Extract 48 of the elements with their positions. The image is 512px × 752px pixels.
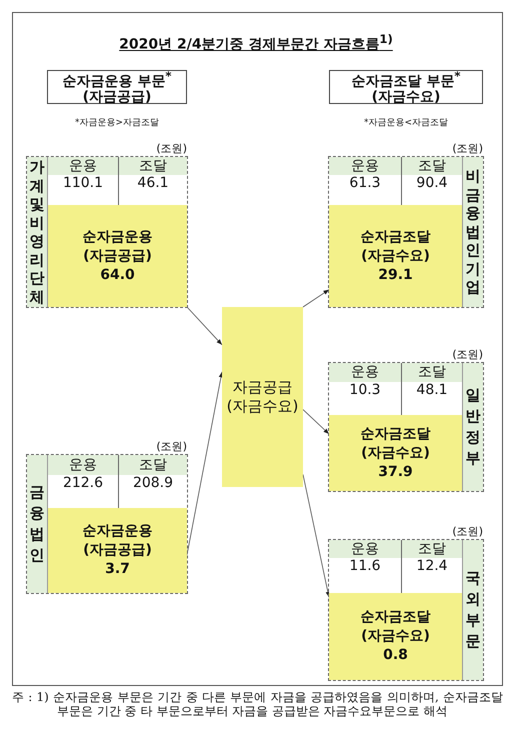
unit-label: (조원): [156, 143, 187, 155]
arrow: [302, 474, 330, 598]
box-text: 0.8: [382, 646, 409, 665]
header-text: (자금공급): [82, 90, 152, 105]
note-text: *자금운용>자금조달: [74, 117, 160, 129]
unit-label: (조원): [452, 526, 483, 538]
header-text: 순자금운용 부문$^{*}$: [62, 69, 172, 90]
table-cell-text: 11.6: [348, 558, 382, 576]
column-header: 운용: [329, 363, 401, 382]
sector-label: 일반정부: [462, 363, 483, 491]
unit-label: (조원): [452, 143, 483, 155]
sector-label: 가계및비영리단체: [27, 157, 48, 307]
header-text: 순자금조달 부문$^{*}$: [352, 69, 460, 90]
column-header: 운용: [48, 455, 118, 475]
sector-label: 비금융법인기업: [462, 157, 483, 307]
table-cell-text: 10.3: [348, 382, 382, 400]
box-text: 3.7: [104, 560, 131, 579]
box-text: 자금공급 (자금수요): [226, 378, 300, 416]
note-text: *자금운용<자금조달: [364, 117, 448, 129]
box-text: 37.9: [377, 462, 414, 482]
sector-label: 금융법인: [27, 455, 48, 593]
diagram-title: 2020년 2/4분기중 경제부문간 자금흐름$^{1)}$: [119, 32, 393, 54]
column-header: 조달: [118, 455, 187, 475]
column-header: 조달: [401, 363, 462, 382]
table-cell-text: 110.1: [62, 175, 104, 193]
box-text: 순자금조달 (자금수요): [360, 228, 432, 266]
box-text: 순자금조달 (자금수요): [360, 424, 432, 462]
column-header: 운용: [329, 157, 401, 175]
unit-label: (조원): [156, 441, 187, 453]
column-header: 운용: [329, 540, 401, 558]
footnote-text: 주 : 1) 순자금운용 부문은 기간 중 다른 부문에 자금을 공급하였음을 의미하며, 순자금조달 부문은 기간 중 타 부문으로부터 자금을 공급받은 자금수요부문으로 해석: [12, 690, 503, 718]
unit-label: (조원): [452, 349, 483, 361]
box-text: 29.1: [377, 266, 414, 284]
box-text: 64.0: [99, 266, 136, 284]
column-header: 운용: [48, 157, 118, 175]
arrow: [302, 409, 330, 434]
sector-label: 국외부문: [462, 540, 483, 680]
table-cell-text: 61.3: [348, 175, 382, 193]
arrow: [302, 289, 330, 308]
box-text: 순자금조달 (자금수요): [360, 608, 432, 646]
table-cell-text: 212.6: [62, 475, 104, 493]
arrow: [186, 306, 222, 346]
column-header: 조달: [118, 157, 187, 175]
box-text: 순자금운용 (자금공급): [82, 522, 154, 560]
column-header: 조달: [401, 540, 462, 558]
column-header: 조달: [401, 157, 462, 175]
header-text: (자금수요): [372, 90, 440, 105]
box-text: 순자금운용 (자금공급): [82, 228, 154, 266]
